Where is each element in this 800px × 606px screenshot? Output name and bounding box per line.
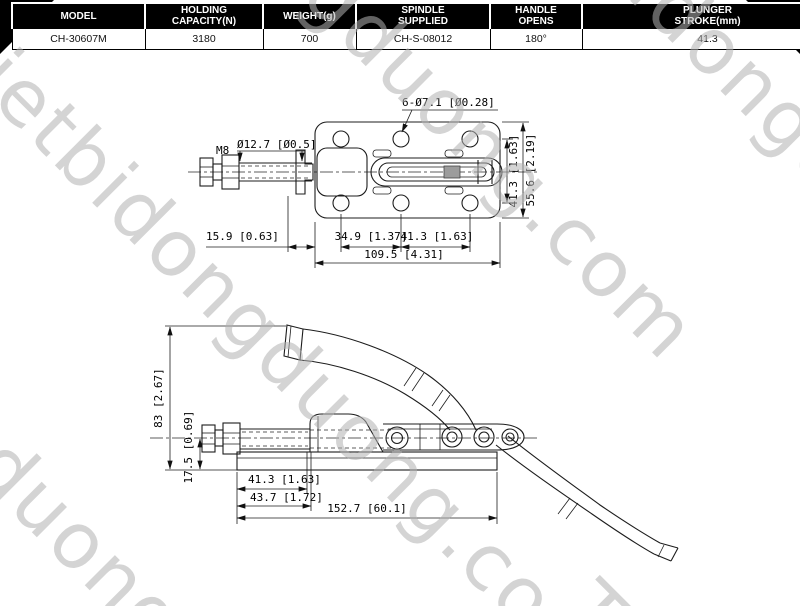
value-holding-capacity: 3180 (144, 28, 264, 50)
value-model: CH-30607M (11, 28, 146, 50)
plan-holes-label: 6-Ø7.1 [Ø0.28] (402, 96, 495, 109)
header-label: SPINDLE (401, 5, 445, 16)
plan-thread-label: M8 (216, 144, 229, 157)
side-dim-height: 83 [2.67] (152, 368, 165, 428)
spec-table: MODEL HOLDING CAPACITY(N) WEIGHT(g) SPIN… (11, 2, 800, 50)
plan-dim-a: 15.9 [0.63] (206, 230, 279, 243)
value-weight: 700 (262, 28, 357, 50)
header-cell-weight: WEIGHT(g) (262, 2, 357, 29)
value-handle-opens: 180° (489, 28, 583, 50)
plan-dim-c: 41.3 [1.63] (401, 230, 474, 243)
value-spindle: CH-S-08012 (355, 28, 491, 50)
header-label: HANDLE (515, 5, 557, 16)
side-dim-center: 17.5 [0.69] (182, 411, 195, 484)
header-cell-model: MODEL (11, 2, 146, 29)
header-label: OPENS (518, 16, 554, 27)
plan-view-drawing: 6-Ø7.1 [Ø0.28] M8 Ø12.7 [Ø0.5] 41.3 [1.6… (188, 96, 540, 268)
plan-diameter-label: Ø12.7 [Ø0.5] (237, 138, 316, 151)
spec-header-row: MODEL HOLDING CAPACITY(N) WEIGHT(g) SPIN… (11, 2, 800, 29)
header-label: WEIGHT(g) (283, 10, 336, 22)
spec-value-row: CH-30607M 3180 700 CH-S-08012 180° 41.3 (11, 28, 800, 50)
header-label: SUPPLIED (397, 16, 448, 27)
header-label: HOLDING CAPACITY(N) (171, 5, 237, 27)
plan-dim-total: 109.5 [4.31] (364, 248, 443, 261)
plan-dim-right-inner: 41.3 [1.63] (507, 135, 520, 208)
header-label: PLUNGER (683, 5, 732, 16)
header-label: MODEL (60, 10, 97, 22)
value-plunger-stroke: 41.3 (581, 28, 800, 50)
header-label: STROKE(mm) (674, 16, 741, 27)
toggle-pin-block (443, 165, 461, 179)
plan-dim-b: 34.9 [1.37] (335, 230, 408, 243)
side-dim-length: 152.7 [60.1] (327, 502, 406, 515)
side-view-drawing: 83 [2.67] 17.5 [0.69] 41.3 [1.63] 43.7 [… (150, 324, 679, 562)
side-dim-s2: 43.7 [1.72] (250, 491, 323, 504)
side-dim-s1: 41.3 [1.63] (248, 473, 321, 486)
plan-dim-right-outer: 55.6 [2.19] (524, 134, 537, 207)
